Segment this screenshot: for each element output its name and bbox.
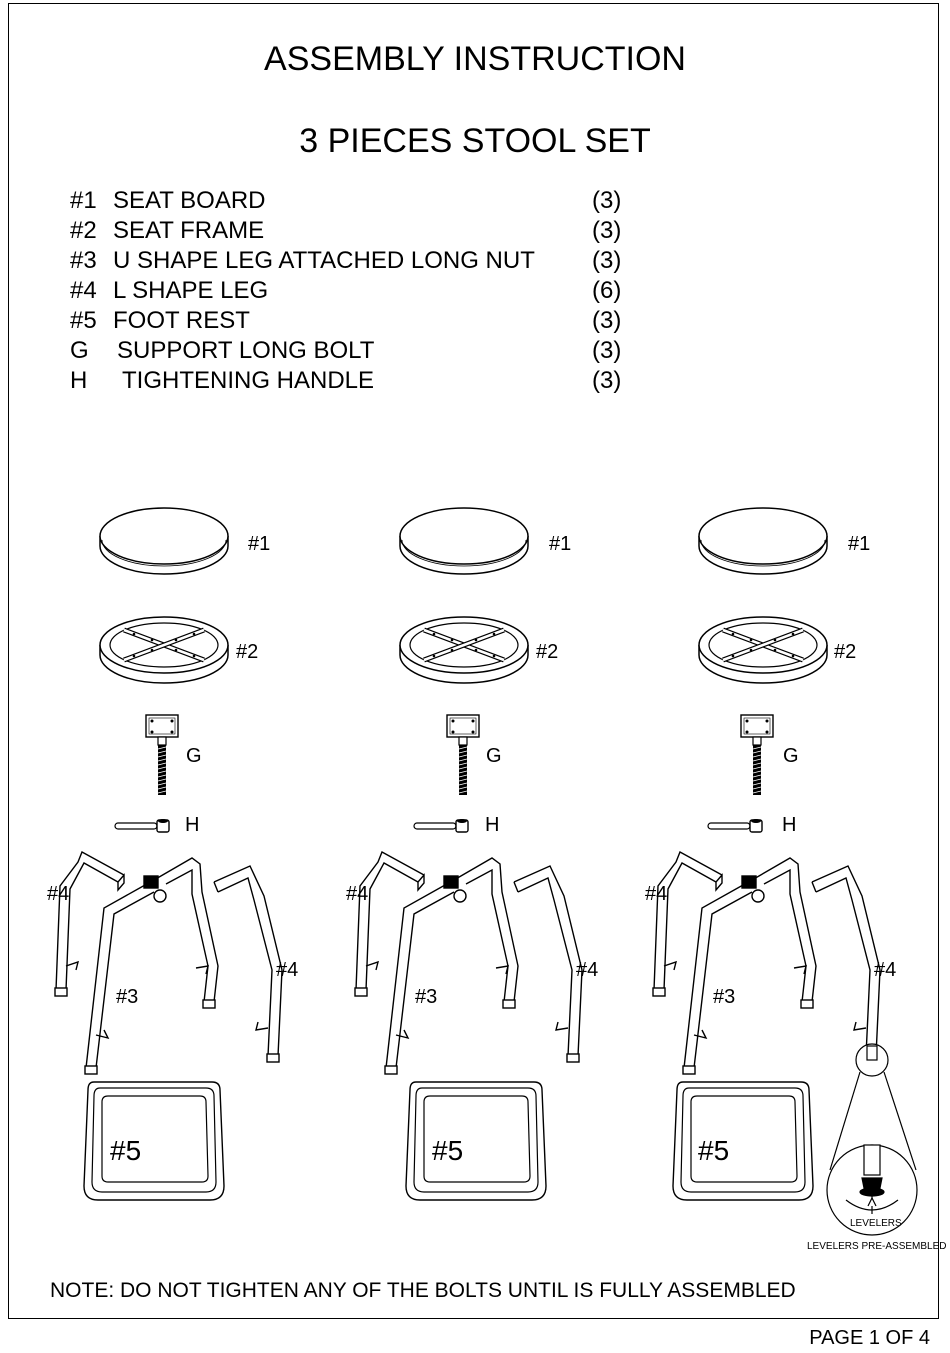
label-seat-board: #1 [848,533,871,555]
label-l-leg: #4 [276,959,299,981]
support-long-bolt [446,714,480,796]
label-l-leg: #4 [576,959,599,981]
label-levelers-note: LEVELERS PRE-ASSEMBLED [807,1241,947,1252]
part-quantity: (3) [592,217,622,244]
part-name: TIGHTENING HANDLE [122,367,375,394]
part-name: SEAT FRAME [113,217,265,244]
part-quantity: (3) [592,187,622,214]
label-foot-rest: #5 [698,1135,730,1166]
seat-board [99,507,229,575]
label-seat-frame: #2 [236,641,259,663]
part-number: H [70,367,88,394]
label-handle: H [185,814,200,836]
part-name: SUPPORT LONG BOLT [117,337,375,364]
part-quantity: (3) [592,307,622,334]
leveler-detail [826,1043,918,1236]
part-number: G [70,337,89,364]
seat-frame [100,617,228,683]
seat-board [399,507,529,575]
label-foot-rest: #5 [432,1135,464,1166]
label-bolt: G [783,745,799,767]
label-handle: H [485,814,500,836]
label-foot-rest: #5 [110,1135,142,1166]
label-seat-board: #1 [549,533,572,555]
part-number: #2 [70,217,97,244]
part-number: #5 [70,307,97,334]
foot-rest [405,1081,547,1201]
support-long-bolt [740,714,774,796]
seat-frame [400,617,528,683]
leg-assembly [354,851,583,1075]
seat-board [698,507,828,575]
tightening-handle [707,818,763,833]
part-number: #3 [70,247,97,274]
tightening-handle [114,818,170,833]
part-name: U SHAPE LEG ATTACHED LONG NUT [113,247,535,274]
label-l-leg: #4 [645,883,668,905]
label-u-leg: #3 [713,986,736,1008]
part-row: #5 FOOT REST (3) [70,307,670,337]
part-row: #2 SEAT FRAME (3) [70,217,670,247]
page-border [8,3,939,1319]
label-l-leg: #4 [346,883,369,905]
part-name: FOOT REST [113,307,250,334]
leg-assembly [54,851,283,1075]
leg-assembly [652,851,881,1075]
support-long-bolt [145,714,179,796]
part-name: SEAT BOARD [113,187,266,214]
seat-frame [699,617,827,683]
label-seat-board: #1 [248,533,271,555]
label-u-leg: #3 [415,986,438,1008]
part-number: #1 [70,187,97,214]
label-handle: H [782,814,797,836]
part-quantity: (3) [592,337,622,364]
label-bolt: G [186,745,202,767]
part-quantity: (3) [592,367,622,394]
tightening-handle [413,818,469,833]
label-l-leg: #4 [874,959,897,981]
part-quantity: (3) [592,247,622,274]
part-row: #4 L SHAPE LEG (6) [70,277,670,307]
part-number: #4 [70,277,97,304]
page-subtitle: 3 PIECES STOOL SET [299,122,651,160]
label-l-leg: #4 [47,883,70,905]
foot-rest [83,1081,225,1201]
label-seat-frame: #2 [536,641,559,663]
page-number: PAGE 1 OF 4 [809,1327,930,1349]
label-bolt: G [486,745,502,767]
part-row: H TIGHTENING HANDLE (3) [70,367,670,397]
part-row: G SUPPORT LONG BOLT (3) [70,337,670,367]
assembly-note: NOTE: DO NOT TIGHTEN ANY OF THE BOLTS UN… [50,1279,796,1302]
part-name: L SHAPE LEG [113,277,269,304]
foot-rest [672,1081,814,1201]
part-quantity: (6) [592,277,622,304]
label-levelers: LEVELERS [850,1218,902,1229]
label-u-leg: #3 [116,986,139,1008]
parts-list: #1 SEAT BOARD (3) #2 SEAT FRAME (3) #3 U… [70,187,670,397]
part-row: #3 U SHAPE LEG ATTACHED LONG NUT (3) [70,247,670,277]
part-row: #1 SEAT BOARD (3) [70,187,670,217]
label-seat-frame: #2 [834,641,857,663]
page-title: ASSEMBLY INSTRUCTION [264,40,686,78]
